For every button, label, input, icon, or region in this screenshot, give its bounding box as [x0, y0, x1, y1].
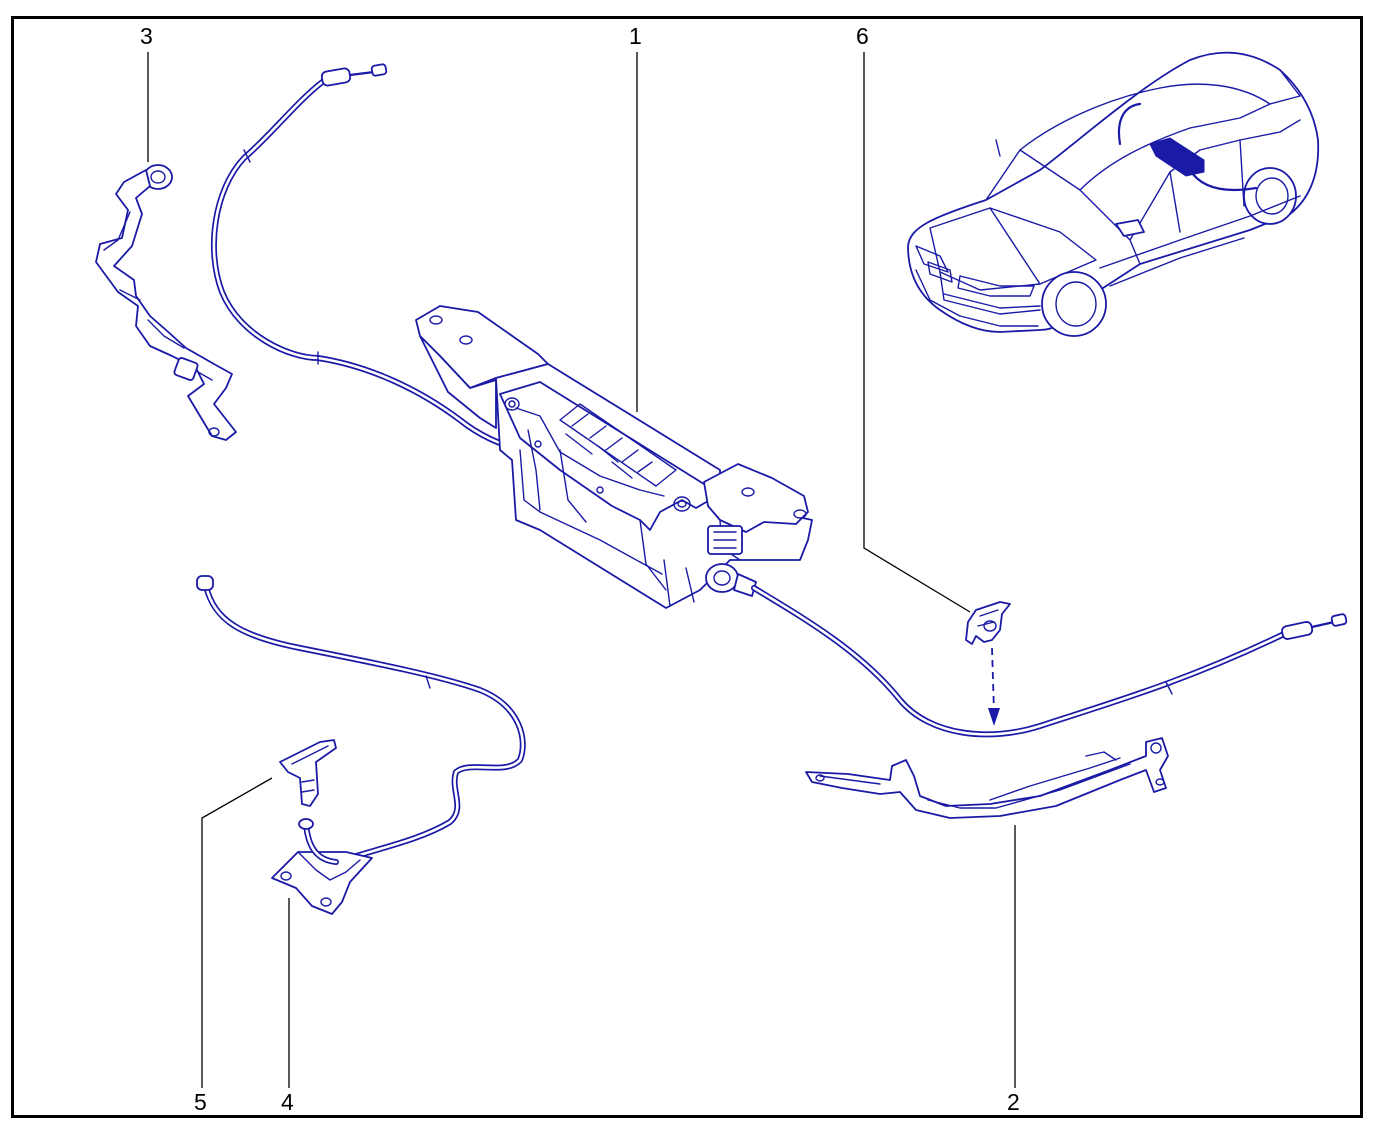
callout-3: 3	[140, 23, 153, 162]
part-3-bracket	[95, 164, 237, 441]
callout-number: 6	[856, 23, 869, 49]
right-cable	[751, 585, 1348, 738]
callout-6: 6	[856, 23, 971, 613]
callout-2: 2	[1007, 825, 1020, 1115]
callout-4: 4	[281, 898, 294, 1115]
upper-cable	[210, 63, 523, 453]
callout-number: 1	[629, 23, 642, 49]
callout-1: 1	[629, 23, 642, 412]
part-5-clip	[279, 739, 337, 807]
callout-number: 5	[194, 1089, 207, 1115]
callout-number: 4	[281, 1089, 294, 1115]
callout-5: 5	[194, 777, 273, 1115]
part-2-rail	[805, 737, 1169, 819]
callout-number: 3	[140, 23, 153, 49]
part-6-clip	[965, 601, 1011, 726]
car-illustration	[907, 51, 1320, 337]
part-1-brake-module	[415, 305, 813, 609]
callout-number: 2	[1007, 1089, 1020, 1115]
part-4-cable-bracket	[196, 575, 526, 915]
